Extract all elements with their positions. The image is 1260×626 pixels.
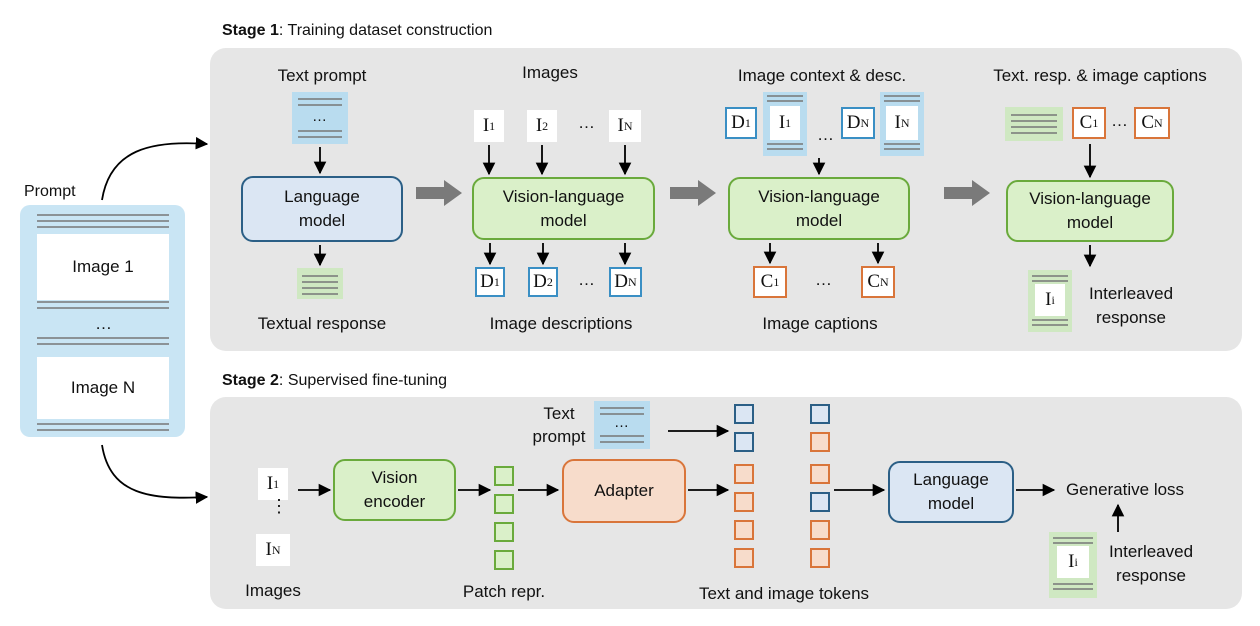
s2-images-label: Images (245, 581, 301, 600)
s1-caption-ellipsis-b: … (1111, 111, 1128, 130)
prompt-label: Prompt (24, 183, 76, 200)
s2-tokens-label: Text and image tokens (698, 584, 870, 603)
s1-images-label: Images (522, 63, 578, 82)
s1-image-captions-label: Image captions (762, 314, 878, 333)
token-a-1 (734, 404, 754, 424)
prompt-ellipsis: … (95, 314, 112, 333)
token-a-4 (734, 492, 754, 512)
s2-interleaved-label: Interleaved response (1108, 542, 1194, 585)
s1-images-ellipsis: … (578, 113, 595, 132)
s2-text-prompt-ellipsis: … (614, 414, 629, 431)
token-a-5 (734, 520, 754, 540)
token-a-3 (734, 464, 754, 484)
document-lines (298, 95, 1093, 590)
s2-vision-encoder: Vision encoder (333, 459, 456, 521)
patch-token-4 (494, 550, 514, 570)
s2-text-prompt-label: Text prompt (532, 404, 586, 446)
s1-textual-response-doc-2 (1005, 107, 1063, 141)
s2-adapter: Adapter (562, 459, 686, 523)
prompt-image-1: Image 1 (37, 234, 169, 300)
token-b-3 (810, 464, 830, 484)
s2-generative-loss-label: Generative loss (1065, 480, 1185, 499)
token-b-5 (810, 520, 830, 540)
s1-language-model: Language model (241, 176, 403, 242)
prompt-image-n: Image N (37, 357, 169, 419)
s1-vlm-1: Vision-language model (472, 177, 655, 240)
s1-image-descriptions-label: Image descriptions (489, 314, 633, 333)
s2-language-model: Language model (888, 461, 1014, 523)
s2-images-vdots: ⋮ (270, 496, 288, 516)
token-b-6 (810, 548, 830, 568)
token-b-1 (810, 404, 830, 424)
token-a-2 (734, 432, 754, 452)
token-b-4 (810, 492, 830, 512)
s1-image-context-label: Image context & desc. (737, 66, 907, 85)
stage2-title: Stage 2: Supervised fine-tuning (222, 372, 448, 389)
s1-vlm-2: Vision-language model (728, 177, 910, 240)
patch-token-2 (494, 494, 514, 514)
s1-text-prompt-doc (292, 92, 348, 144)
token-b-2 (810, 432, 830, 452)
s2-text-prompt-doc (594, 401, 650, 449)
prompt-panel-lines (37, 214, 169, 431)
patch-token-3 (494, 522, 514, 542)
stage1-title: Stage 1: Training dataset construction (222, 22, 493, 39)
patch-token-1 (494, 466, 514, 486)
s2-patch-repr-label: Patch repr. (462, 582, 546, 601)
s1-text-prompt-label: Text prompt (277, 66, 367, 85)
s1-vlm-3: Vision-language model (1006, 180, 1174, 242)
s1-desc-ellipsis: … (578, 270, 595, 289)
arrows (101, 136, 1125, 532)
s1-textual-response-label: Textual response (257, 314, 387, 333)
token-a-6 (734, 548, 754, 568)
s1-caption-ellipsis: … (815, 270, 832, 289)
s1-text-prompt-ellipsis: … (312, 108, 327, 125)
s1-ctx-ellipsis: … (817, 125, 834, 144)
s1-interleaved-label: Interleaved response (1088, 284, 1174, 327)
s1-text-resp-captions-label: Text. resp. & image captions (993, 66, 1207, 85)
stage-flow-arrows (416, 180, 990, 206)
